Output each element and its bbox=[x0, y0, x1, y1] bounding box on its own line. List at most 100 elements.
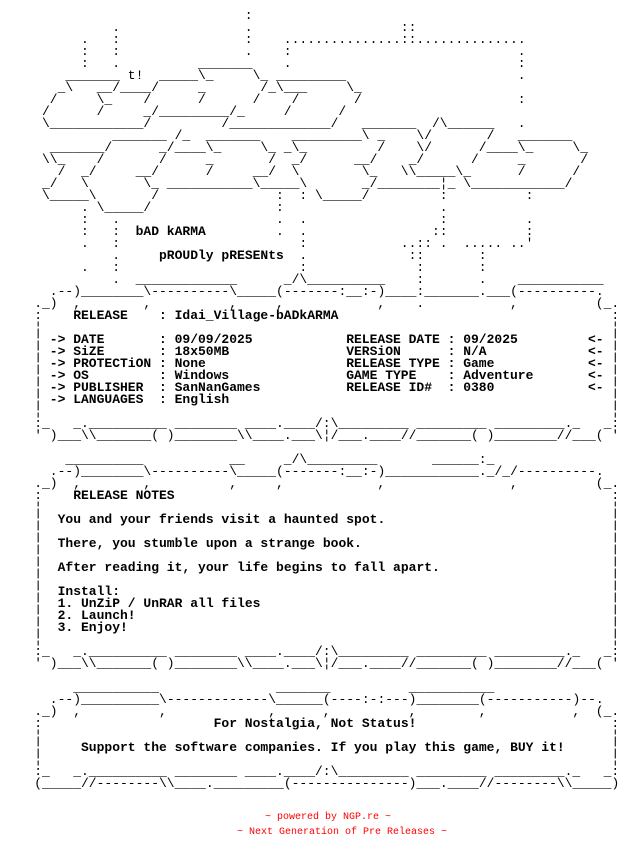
ascii-spacing bbox=[3, 706, 34, 718]
ascii-glyph-run: . bbox=[439, 236, 448, 251]
ascii-glyph-run: : bbox=[283, 44, 292, 59]
ascii-glyph-run: ________ bbox=[174, 764, 238, 779]
ascii-glyph-run: .--)__________\-------------\______(----… bbox=[49, 692, 604, 707]
ascii-spacing bbox=[58, 706, 74, 718]
field-label: DATE bbox=[73, 332, 105, 347]
ascii-glyph-run: . bbox=[112, 272, 120, 287]
credit-powered-by[interactable]: ~ powered by NGP.re ~ bbox=[265, 812, 392, 823]
ascii-glyph-run: _/ bbox=[408, 152, 425, 167]
field-label: RELEASE DATE bbox=[346, 332, 440, 347]
ascii-glyph-run: / bbox=[354, 92, 362, 107]
ascii-glyph-run: :: bbox=[408, 248, 425, 263]
ascii-glyph-run: , bbox=[73, 704, 81, 719]
ascii-glyph-run: :: bbox=[432, 224, 448, 239]
ascii-glyph-run: ' bbox=[34, 428, 42, 443]
ascii-glyph-run: ___________ bbox=[73, 680, 160, 695]
ascii-glyph-run: , bbox=[478, 704, 487, 719]
frame-side-right: ¦ bbox=[611, 548, 620, 563]
ascii-glyph-run: / bbox=[205, 164, 214, 179]
ascii-glyph-run: /_____________/ bbox=[221, 116, 339, 131]
notes-paragraph: There, you stumble upon a strange book. bbox=[57, 536, 362, 551]
ascii-glyph-run: . bbox=[416, 296, 425, 311]
ascii-glyph-run: _______ bbox=[361, 116, 417, 131]
ascii-glyph-run: / bbox=[252, 92, 261, 107]
release-name: Idai_Village-bADkARMA bbox=[174, 308, 339, 323]
ascii-glyph-run: _________\ bbox=[291, 128, 370, 143]
frame-side-right: ¦ bbox=[611, 524, 620, 539]
ascii-glyph-run: \/ bbox=[416, 128, 432, 143]
ascii-glyph-run: \_____/ bbox=[96, 200, 152, 215]
ascii-glyph-run: \_ bbox=[572, 140, 588, 155]
frame-side-left: ¦ bbox=[34, 740, 42, 755]
frame-side-left: ¦ bbox=[34, 536, 42, 551]
ascii-glyph-run: _________ bbox=[276, 68, 347, 83]
ascii-glyph-run: / bbox=[96, 152, 105, 167]
ascii-glyph-run: : bbox=[299, 236, 308, 251]
ascii-spacing bbox=[42, 658, 50, 670]
frame-side-left: ¦ bbox=[34, 596, 42, 611]
frame-side-right: ¦ bbox=[611, 332, 620, 347]
ascii-glyph-run: : bbox=[81, 212, 89, 227]
ascii-spacing bbox=[346, 70, 518, 82]
field-value: SanNanGames bbox=[174, 380, 261, 395]
arrow-right-icon: -> bbox=[49, 356, 66, 371]
ascii-glyph-run: _/_________/_ bbox=[143, 104, 245, 119]
ascii-glyph-run: ._) bbox=[34, 296, 58, 311]
frame-side-left: ¦ bbox=[34, 584, 42, 599]
ascii-glyph-run: ______:_ bbox=[432, 452, 495, 467]
ascii-glyph-run: __/____/ bbox=[96, 80, 160, 95]
ascii-glyph-run: _.__________ bbox=[73, 764, 167, 779]
arrow-right-icon: -> bbox=[49, 380, 66, 395]
tagline: pROUDly pRESENts bbox=[159, 248, 284, 263]
field-value: English bbox=[174, 392, 230, 407]
ascii-glyph-run: __________ bbox=[65, 452, 144, 467]
frame-side-left: ¦ bbox=[34, 500, 42, 515]
ascii-glyph-run: _ bbox=[205, 152, 214, 167]
ascii-glyph-run: \_ bbox=[252, 68, 269, 83]
field-label: SiZE bbox=[73, 344, 105, 359]
ascii-glyph-run: _______ bbox=[517, 128, 573, 143]
ascii-glyph-run: _________._ bbox=[494, 644, 581, 659]
ascii-glyph-run: : bbox=[299, 260, 308, 275]
ascii-glyph-run: / bbox=[198, 92, 206, 107]
ascii-glyph-run: . bbox=[244, 20, 253, 35]
frame-corner-right: : bbox=[611, 488, 620, 503]
separator: : bbox=[447, 332, 456, 347]
separator: : bbox=[447, 356, 456, 371]
ascii-glyph-run: , bbox=[276, 296, 284, 311]
frame-side-right: ¦ bbox=[611, 620, 620, 635]
ascii-glyph-run: : bbox=[112, 224, 120, 239]
ascii-glyph-run: _______ bbox=[205, 128, 261, 143]
ascii-glyph-run: : bbox=[112, 44, 120, 59]
ascii-glyph-run: . bbox=[81, 236, 89, 251]
ascii-glyph-run: / bbox=[517, 164, 526, 179]
frame-side-left: ¦ bbox=[34, 572, 42, 587]
ascii-glyph-run: : bbox=[244, 8, 253, 23]
field-value: Game bbox=[463, 356, 495, 371]
frame-side-right: ¦ bbox=[611, 632, 620, 647]
arrow-left-icon: <- bbox=[588, 356, 604, 371]
ascii-glyph-run: )________\\____.___\¦/___.____//_______( bbox=[166, 656, 479, 671]
ascii-glyph-run: , bbox=[73, 296, 81, 311]
notes-paragraph: After reading it, your life begins to fa… bbox=[57, 560, 440, 575]
ascii-spacing bbox=[479, 658, 487, 670]
ascii-glyph-run: )________//___( bbox=[486, 656, 604, 671]
ascii-glyph-run: . bbox=[112, 56, 120, 71]
frame-side-left: ¦ bbox=[34, 404, 42, 419]
ascii-glyph-run: ________ bbox=[174, 416, 238, 431]
arrow-right-icon: -> bbox=[49, 344, 66, 359]
ascii-glyph-run: . bbox=[276, 224, 284, 239]
ascii-glyph-run: :: bbox=[400, 20, 417, 35]
ascii-glyph-run: _/ bbox=[291, 152, 308, 167]
frame-side-right: ¦ bbox=[611, 320, 620, 335]
ascii-glyph-run: /____\_ bbox=[478, 140, 534, 155]
support-message: Support the software companies. If you p… bbox=[81, 740, 565, 755]
ascii-glyph-run: _______/ bbox=[49, 140, 113, 155]
frame-side-right: ¦ bbox=[611, 740, 620, 755]
ascii-spacing bbox=[518, 298, 596, 310]
ascii-glyph-run: . bbox=[81, 200, 89, 215]
frame-side-right: ¦ bbox=[611, 380, 620, 395]
ascii-glyph-run: , bbox=[276, 476, 284, 491]
ascii-glyph-run: \\_____\_ bbox=[400, 164, 472, 179]
ascii-glyph-run: ____.____/:\_________ bbox=[244, 764, 409, 779]
